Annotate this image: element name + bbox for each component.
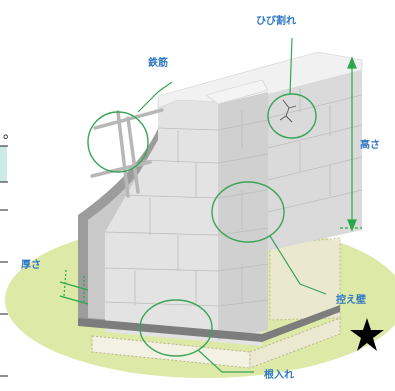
thickness-dimension bbox=[59, 269, 89, 305]
callouts bbox=[87, 93, 317, 357]
embedment-callout-circle bbox=[139, 299, 213, 357]
label-crack: ひび割れ bbox=[256, 14, 296, 27]
leader-lines bbox=[137, 37, 327, 373]
height-dimension bbox=[340, 56, 362, 232]
star-icon bbox=[350, 318, 384, 351]
rebar bbox=[90, 108, 164, 198]
crack-callout-circle bbox=[267, 93, 317, 139]
block-wall bbox=[78, 51, 363, 346]
rebar-callout-circle bbox=[87, 111, 149, 173]
label-buttress: 控え壁 bbox=[336, 293, 366, 306]
label-embedment: 根入れ bbox=[264, 368, 294, 381]
label-height: 高さ bbox=[360, 138, 380, 151]
label-rebar: 鉄筋 bbox=[148, 56, 168, 69]
buttress-callout-circle bbox=[211, 181, 285, 243]
label-thickness: 厚さ bbox=[21, 259, 41, 271]
foundation-footing bbox=[91, 237, 341, 369]
crack-lines bbox=[279, 99, 297, 123]
stray-dot: 。 bbox=[3, 126, 17, 142]
